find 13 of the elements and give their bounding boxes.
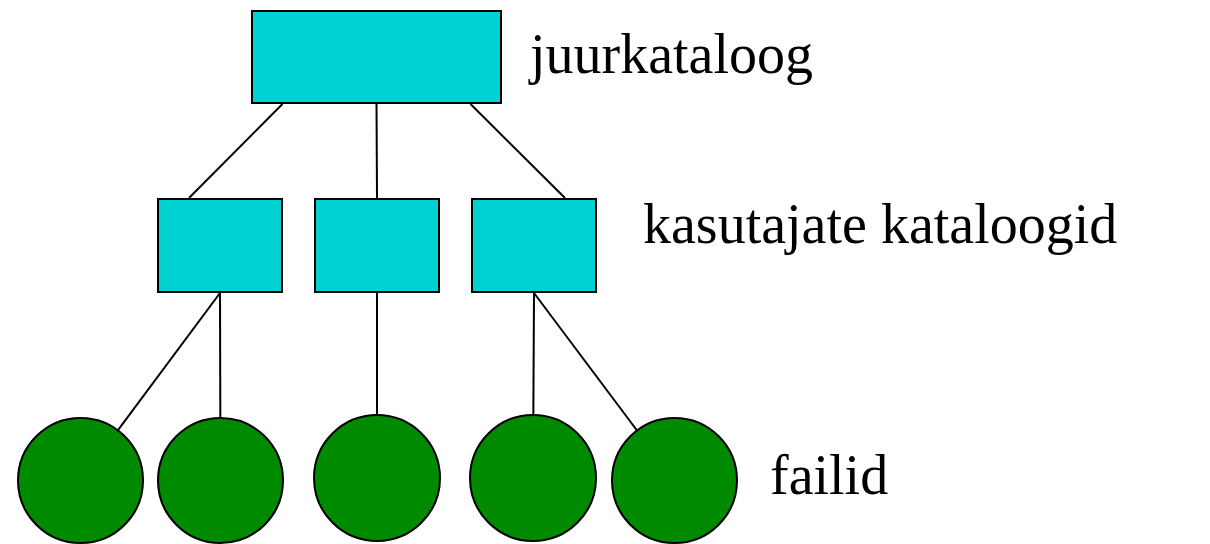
connector-line (375, 103, 378, 199)
folder-box (157, 198, 283, 293)
folder-box (471, 198, 597, 293)
connector-line (376, 292, 378, 416)
connector-line (116, 292, 221, 432)
connector-line (188, 103, 284, 199)
connector-line (533, 292, 638, 432)
connector-line (219, 292, 222, 419)
connector-line (469, 103, 566, 199)
connector-line (532, 292, 535, 416)
folder-box (314, 198, 440, 293)
level-label: failid (770, 447, 889, 503)
folder-box (251, 10, 502, 104)
